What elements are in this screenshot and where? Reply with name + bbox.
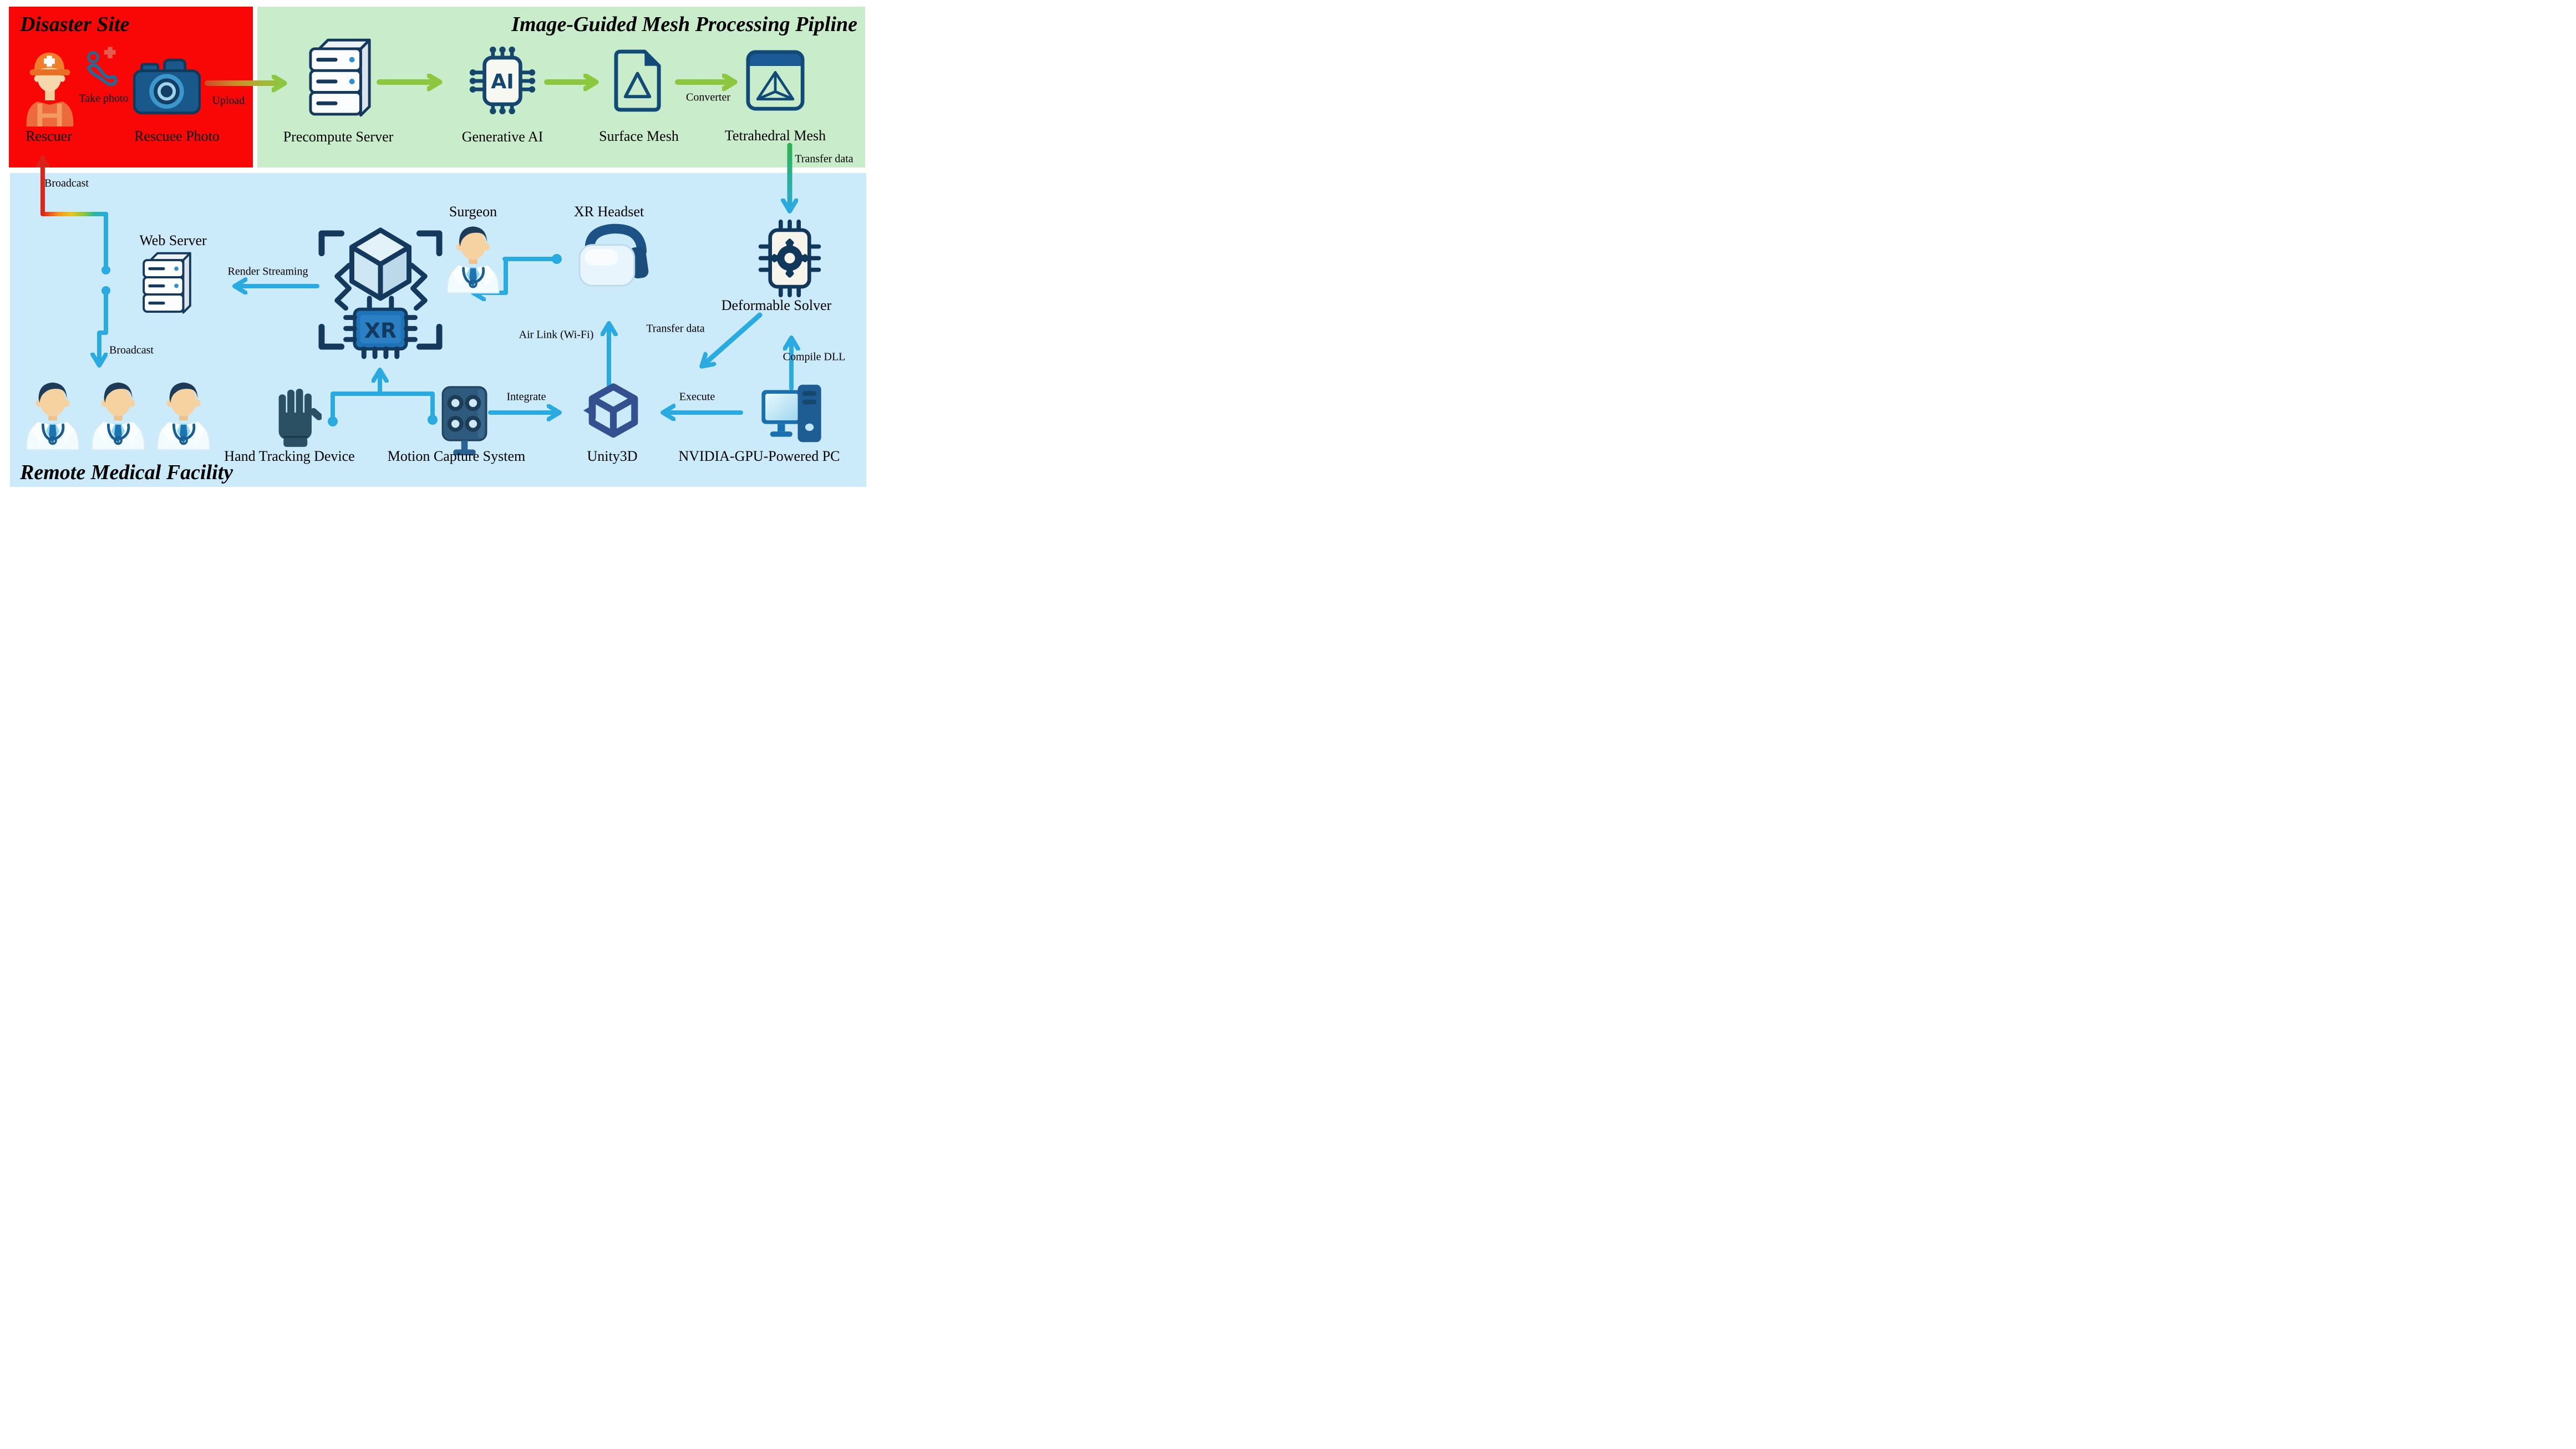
hand-port-dot [328, 416, 338, 426]
converter-label: Converter [686, 91, 730, 104]
diagram-canvas: Disaster Site Image-Guided Mesh Processi… [0, 0, 870, 489]
compile-dll-label: Compile DLL [783, 350, 846, 363]
doctor-avatar-1 [20, 375, 85, 451]
upload-label: Upload [212, 94, 245, 107]
surface-mesh-label: Surface Mesh [599, 128, 679, 144]
hand-tracking-label: Hand Tracking Device [224, 448, 355, 464]
air-link-label: Air Link (Wi-Fi) [519, 328, 594, 341]
webserver-port-dot-top [101, 266, 110, 274]
generative-ai-label: Generative AI [461, 129, 543, 145]
ai-chip-text: AI [491, 69, 514, 93]
transfer-data-label-2: Transfer data [646, 322, 705, 335]
headset-port-dot [552, 254, 562, 264]
broadcast-down-path [99, 292, 108, 365]
generative-ai-icon: AI [468, 45, 537, 115]
rescuer-icon [21, 43, 78, 129]
doctor-avatar-3 [151, 375, 216, 451]
transfer-data-label-1: Transfer data [795, 152, 853, 165]
surface-mesh-icon [613, 48, 665, 113]
disaster-site-title: Disaster Site [20, 13, 130, 36]
execute-label: Execute [679, 390, 715, 403]
rescuee-photo-label: Rescuee Photo [134, 128, 220, 144]
integrate-label: Integrate [506, 390, 546, 403]
render-streaming-label: Render Streaming [227, 265, 308, 278]
precompute-server-label: Precompute Server [283, 129, 394, 145]
pipeline-title: Image-Guided Mesh Processing Pipline [511, 13, 857, 36]
arrow-transfer-data-2 [702, 312, 763, 366]
camera-icon [133, 58, 201, 115]
motion-capture-label: Motion Capture System [387, 448, 526, 464]
unity3d-icon [582, 382, 644, 444]
doctor-avatar-2 [85, 375, 151, 451]
web-server-label: Web Server [139, 232, 207, 248]
hand-tracking-icon [274, 387, 322, 449]
broadcast-top-label: Broadcast [44, 177, 89, 190]
web-server-icon [133, 251, 201, 319]
xr-headset-icon [572, 220, 654, 290]
facility-title: Remote Medical Facility [20, 461, 233, 484]
xr-chip-text: XR [364, 318, 397, 343]
surgeon-label: Surgeon [449, 204, 497, 220]
rescuer-label: Rescuer [26, 128, 72, 144]
xr-chip-icon: XR [317, 221, 444, 359]
take-photo-label: Take photo [79, 92, 129, 105]
broadcast-bottom-label: Broadcast [109, 344, 154, 357]
deformable-solver-icon [755, 217, 824, 299]
nvidia-pc-label: NVIDIA-GPU-Powered PC [678, 448, 840, 464]
xr-headset-label: XR Headset [573, 204, 644, 220]
unity3d-label: Unity3D [587, 448, 638, 464]
tracking-junction-line [331, 392, 435, 421]
connector-layer [35, 0, 870, 426]
deformable-solver-label: Deformable Solver [721, 297, 832, 313]
tetrahedral-mesh-icon [746, 49, 805, 111]
surgeon-avatar [441, 218, 505, 294]
precompute-server-icon [307, 37, 373, 124]
tetrahedral-mesh-label: Tetrahedral Mesh [724, 128, 826, 144]
nvidia-pc-icon [759, 382, 824, 445]
webserver-port-dot-bottom [101, 286, 110, 295]
mocap-port-dot [428, 415, 438, 425]
motion-capture-icon [439, 385, 490, 457]
injured-person-icon [85, 44, 119, 91]
